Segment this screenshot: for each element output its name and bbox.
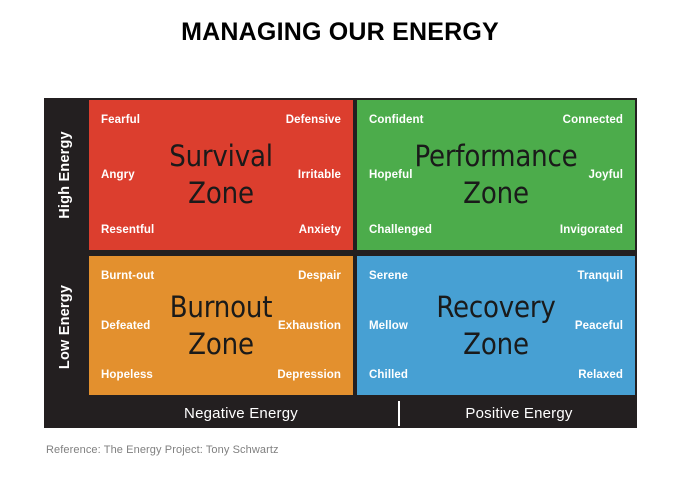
recovery-zone-title: Recovery Zone	[357, 288, 635, 362]
recovery-word-middle-right: Peaceful	[574, 319, 623, 332]
burnout-word-middle-right: Exhaustion	[278, 319, 341, 332]
survival-word-top-right: Defensive	[285, 114, 341, 126]
survival-word-bottom-left: Resentful	[101, 224, 155, 236]
survival-word-bottom-right: Anxiety	[298, 224, 341, 236]
burnout-zone-title-line2: Zone	[188, 326, 254, 361]
survival-zone-title-line2: Zone	[188, 176, 254, 210]
performance-word-middle-right: Joyful	[588, 169, 623, 181]
performance-zone-title-line1: Performance	[414, 138, 578, 173]
quadrant-burnout-zone: Burnt-out Despair Defeated Exhaustion Ho…	[89, 256, 353, 395]
recovery-word-top-left: Serene	[369, 270, 408, 282]
burnout-word-top-right: Despair	[298, 270, 341, 282]
energy-matrix: High Energy Low Energy Fearful Defensive…	[44, 98, 637, 428]
x-axis-divider	[398, 401, 400, 426]
recovery-word-bottom-left: Chilled	[369, 369, 409, 381]
x-axis-positive-energy-label: Positive Energy	[465, 405, 573, 422]
recovery-zone-title-line1: Recovery	[436, 289, 556, 324]
x-axis-bar: Negative Energy Positive Energy	[44, 399, 637, 428]
recovery-word-bottom-right: Relaxed	[578, 369, 623, 381]
survival-word-middle-right: Irritable	[297, 169, 341, 181]
quadrant-survival-zone: Fearful Defensive Angry Irritable Resent…	[89, 100, 353, 250]
burnout-word-top-left: Burnt-out	[101, 270, 155, 282]
x-axis-negative-energy: Negative Energy	[85, 399, 397, 428]
performance-word-bottom-left: Challenged	[369, 224, 432, 236]
burnout-word-bottom-right: Depression	[277, 369, 341, 381]
burnout-word-bottom-left: Hopeless	[101, 369, 153, 381]
recovery-zone-title-line2: Zone	[463, 326, 529, 361]
y-axis-low-energy: Low Energy	[44, 256, 85, 398]
burnout-zone-title: Burnout Zone	[89, 288, 353, 362]
survival-word-top-left: Fearful	[101, 114, 141, 126]
performance-zone-title: Performance Zone	[357, 138, 635, 212]
x-axis-negative-energy-label: Negative Energy	[184, 405, 298, 422]
burnout-zone-title-line1: Burnout	[169, 289, 273, 324]
quadrant-recovery-zone: Serene Tranquil Mellow Peaceful Chilled …	[357, 256, 635, 395]
x-axis-positive-energy: Positive Energy	[401, 399, 637, 428]
y-axis-high-energy-label: High Energy	[56, 131, 73, 219]
performance-word-bottom-right: Invigorated	[559, 224, 623, 236]
survival-zone-title: Survival Zone	[89, 138, 353, 212]
y-axis-high-energy: High Energy	[44, 98, 85, 252]
survival-zone-title-line1: Survival	[169, 138, 273, 173]
burnout-word-middle-left: Defeated	[101, 319, 151, 332]
recovery-word-middle-left: Mellow	[369, 319, 408, 332]
quadrant-performance-zone: Confident Connected Hopeful Joyful Chall…	[357, 100, 635, 250]
reference-credit: Reference: The Energy Project: Tony Schw…	[46, 444, 279, 456]
recovery-word-top-right: Tranquil	[577, 270, 623, 282]
page-title: MANAGING OUR ENERGY	[181, 18, 499, 46]
performance-word-top-right: Connected	[562, 114, 623, 126]
performance-word-top-left: Confident	[369, 114, 424, 126]
performance-word-middle-left: Hopeful	[369, 169, 413, 181]
survival-word-middle-left: Angry	[101, 169, 135, 181]
performance-zone-title-line2: Zone	[463, 176, 529, 210]
y-axis-low-energy-label: Low Energy	[56, 284, 73, 370]
